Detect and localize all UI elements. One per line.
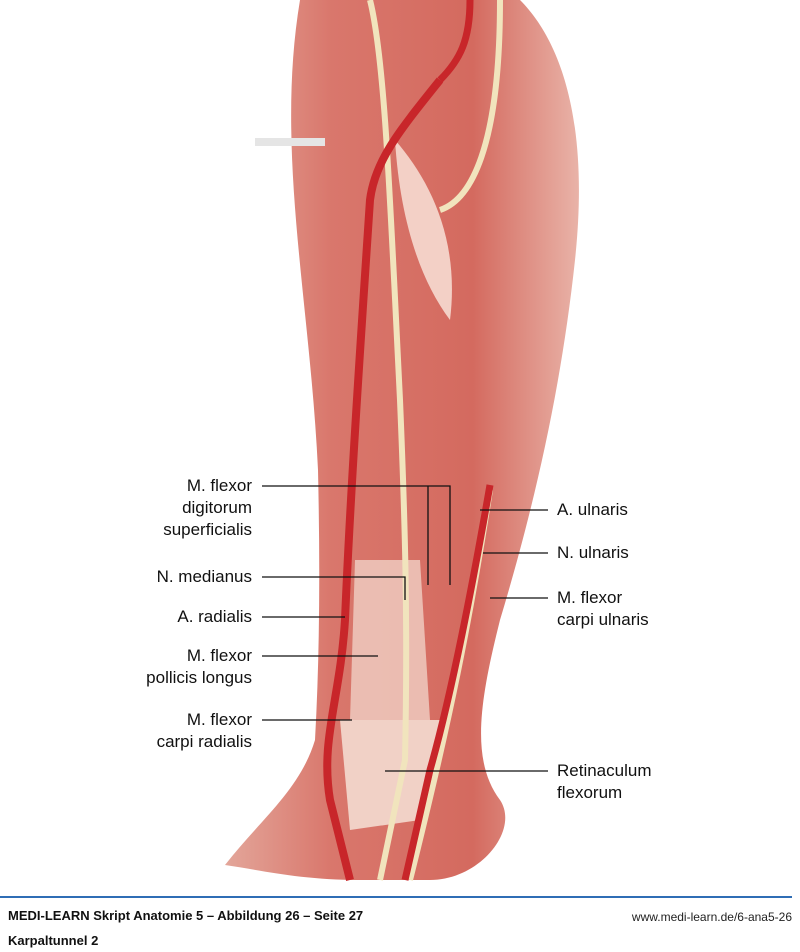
aponeurosis <box>395 140 452 320</box>
forearm-illustration <box>225 0 579 881</box>
label-n-medianus: N. medianus <box>156 567 252 586</box>
footer-divider <box>0 896 792 898</box>
label-retinaculum-flexorum: Retinaculum flexorum <box>557 761 652 802</box>
label-n-ulnaris: N. ulnaris <box>557 543 629 562</box>
median-nerve <box>367 0 410 881</box>
label-m-flexor-digitorum-superficialis: M. flexor digitorum superficialis <box>163 476 252 539</box>
label-a-radialis: A. radialis <box>177 607 252 626</box>
label-m-flexor-carpi-radialis: M. flexor carpi radialis <box>156 710 252 751</box>
retractor <box>255 138 325 146</box>
leader-lines <box>262 485 548 772</box>
ulnar-artery <box>401 0 494 881</box>
label-m-flexor-carpi-ulnaris: M. flexor carpi ulnaris <box>557 588 649 629</box>
footer-subtitle: Karpaltunnel 2 <box>8 933 99 948</box>
radial-artery <box>323 77 444 881</box>
footer-title: MEDI-LEARN Skript Anatomie 5 – Abbildung… <box>8 908 364 923</box>
tendons <box>350 560 430 720</box>
footer-url[interactable]: www.medi-learn.de/6-ana5-26 <box>631 910 792 924</box>
label-a-ulnaris: A. ulnaris <box>557 500 628 519</box>
retinaculum-flexorum <box>340 720 440 830</box>
label-m-flexor-pollicis-longus: M. flexor pollicis longus <box>146 646 252 687</box>
